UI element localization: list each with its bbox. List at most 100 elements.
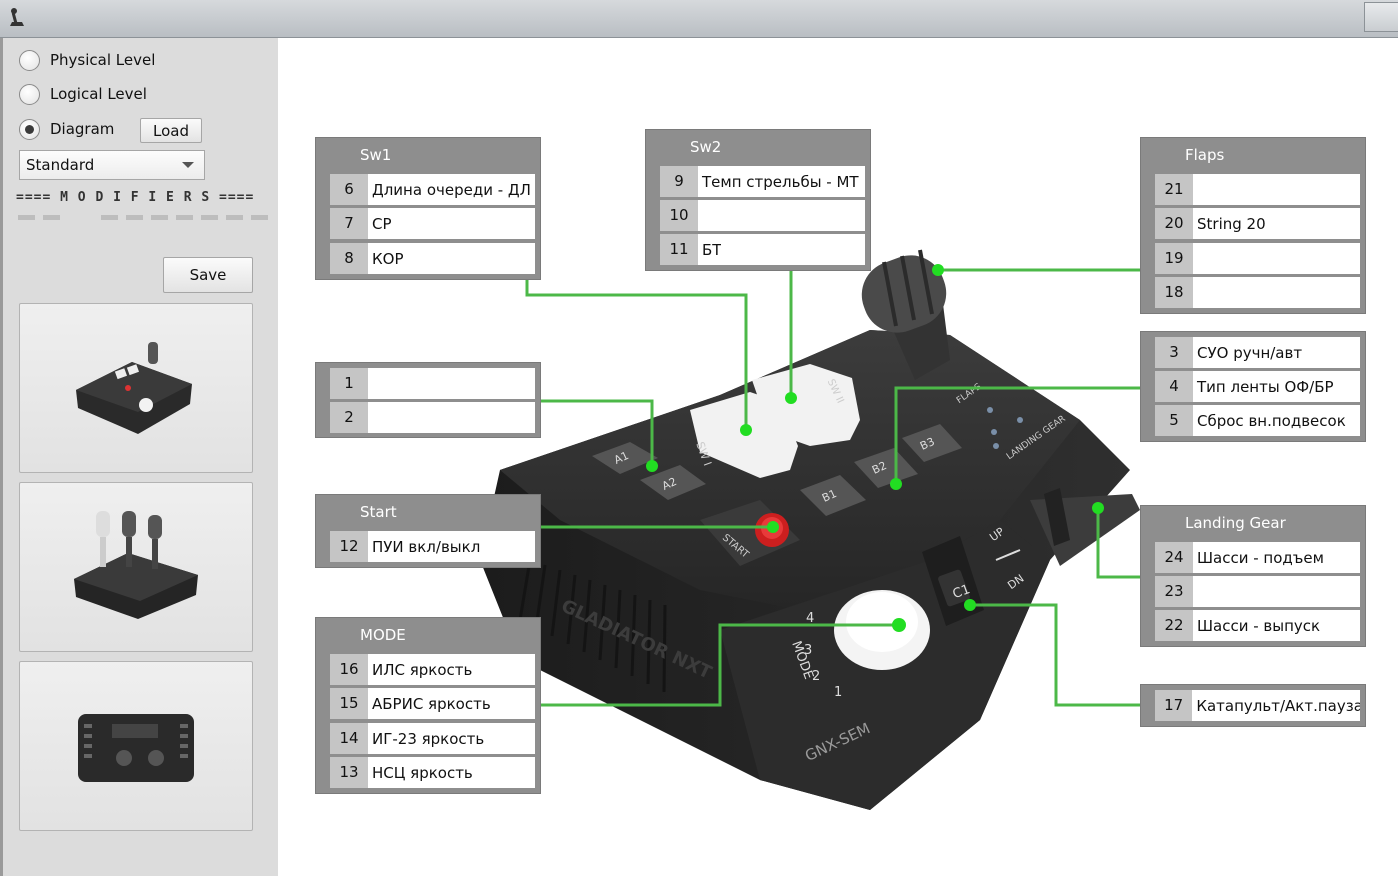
mapping-row[interactable]: 20 String 20: [1155, 208, 1360, 239]
mapping-row[interactable]: 10: [660, 200, 865, 231]
radio-button[interactable]: [19, 118, 40, 140]
mapping-box-start: Start 12 ПУИ вкл/выкл: [315, 494, 541, 568]
window-control-button[interactable]: [1364, 2, 1398, 32]
device-thumb-throttle[interactable]: [19, 482, 253, 652]
modifier-slot[interactable]: [175, 215, 193, 220]
throttle-quadrant-thumb-image: [74, 511, 198, 619]
mapping-text[interactable]: String 20: [1197, 214, 1266, 233]
mapping-row[interactable]: 21: [1155, 174, 1360, 205]
modifier-slot[interactable]: [200, 215, 218, 220]
mapping-row[interactable]: 11 БТ: [660, 234, 865, 265]
device-thumb-control-panel[interactable]: [19, 303, 253, 473]
mapping-row[interactable]: 3 СУО ручн/авт: [1155, 337, 1360, 368]
button-number: 20: [1155, 208, 1193, 239]
button-number: 15: [330, 688, 368, 719]
button-number: 19: [1155, 243, 1193, 274]
mapping-row[interactable]: 4 Тип ленты ОФ/БР: [1155, 371, 1360, 402]
mapping-text[interactable]: ИЛС яркость: [372, 660, 473, 679]
mapping-text[interactable]: Темп стрельбы - МТ: [702, 172, 859, 191]
mapping-row[interactable]: 22 Шасси - выпуск: [1155, 610, 1360, 641]
mapping-row[interactable]: 18: [1155, 277, 1360, 308]
mapping-row[interactable]: 24 Шасси - подъем: [1155, 542, 1360, 573]
mapping-box-sw1: Sw1 6 Длина очереди - ДЛ 7 СР 8 КОР: [315, 137, 541, 280]
mapping-text[interactable]: БТ: [702, 240, 722, 259]
radio-button[interactable]: [19, 83, 40, 105]
mapping-text[interactable]: Шасси - выпуск: [1197, 616, 1321, 635]
button-number: 10: [660, 200, 698, 231]
button-number: 6: [330, 174, 368, 205]
mapping-text[interactable]: ПУИ вкл/выкл: [372, 537, 481, 556]
mapping-row[interactable]: 1: [330, 368, 535, 399]
modifier-slot[interactable]: [150, 215, 168, 220]
label-mode-4: 4: [806, 611, 814, 626]
button-number: 12: [330, 531, 368, 562]
mapping-row[interactable]: 5 Сброс вн.подвесок: [1155, 405, 1360, 436]
mapping-box-landing-gear: Landing Gear 24 Шасси - подъем 23 22 Шас…: [1140, 505, 1366, 647]
mapping-text[interactable]: Длина очереди - ДЛ: [372, 180, 531, 199]
button-number: 2: [330, 402, 368, 433]
modifier-slot[interactable]: [250, 215, 269, 220]
mapping-row[interactable]: 7 СР: [330, 208, 535, 239]
box-title: Start: [360, 503, 397, 521]
mapping-text[interactable]: Сброс вн.подвесок: [1197, 411, 1346, 430]
mapping-row[interactable]: 23: [1155, 576, 1360, 607]
modifier-slot[interactable]: [100, 215, 118, 220]
box-title: Sw1: [360, 146, 392, 164]
radio-button[interactable]: [19, 49, 40, 71]
radio-diagram[interactable]: Diagram: [19, 117, 114, 141]
joystick-icon: [10, 8, 24, 26]
load-button[interactable]: Load: [140, 118, 202, 143]
mapping-text[interactable]: СР: [372, 214, 392, 233]
mapping-box-a-buttons: 1 2: [315, 362, 541, 438]
button-number: 8: [330, 243, 368, 274]
mapping-row[interactable]: 12 ПУИ вкл/выкл: [330, 531, 535, 562]
mapping-text[interactable]: Катапульт/Акт.пауза: [1196, 696, 1360, 715]
mapping-box-c1: 17 Катапульт/Акт.пауза: [1140, 684, 1366, 727]
save-button[interactable]: Save: [163, 257, 253, 293]
mapping-text[interactable]: КОР: [372, 249, 404, 268]
flat-panel-thumb-image: [78, 714, 194, 782]
button-number: 23: [1155, 576, 1193, 607]
mapping-row[interactable]: 6 Длина очереди - ДЛ: [330, 174, 535, 205]
device-thumb-flat-panel[interactable]: [19, 661, 253, 831]
button-number: 7: [330, 208, 368, 239]
button-number: 1: [330, 368, 368, 399]
mapping-text[interactable]: АБРИС яркость: [372, 694, 491, 713]
mapping-text[interactable]: НСЦ яркость: [372, 763, 473, 782]
modifier-slot[interactable]: [43, 215, 61, 220]
mapping-row[interactable]: 9 Темп стрельбы - МТ: [660, 166, 865, 197]
button-number: 4: [1155, 371, 1193, 402]
mapping-row[interactable]: 16 ИЛС яркость: [330, 654, 535, 685]
modifier-slot[interactable]: [125, 215, 143, 220]
button-number: 14: [330, 723, 368, 754]
mapping-row[interactable]: 2: [330, 402, 535, 433]
mapping-row[interactable]: 14 ИГ-23 яркость: [330, 723, 535, 754]
label-mode-1: 1: [834, 685, 842, 700]
preset-select[interactable]: Standard: [19, 150, 205, 180]
mapping-text[interactable]: Тип ленты ОФ/БР: [1197, 377, 1334, 396]
radio-label: Diagram: [50, 120, 115, 138]
label-a2: A2: [660, 475, 679, 493]
box-title: Sw2: [690, 138, 722, 156]
modifier-slot[interactable]: [225, 215, 243, 220]
radio-label: Logical Level: [50, 85, 147, 103]
modifier-slot[interactable]: [18, 215, 36, 220]
label-b1: B1: [820, 487, 839, 505]
radio-physical-level[interactable]: Physical Level: [19, 48, 155, 72]
button-number: 13: [330, 757, 368, 788]
radio-logical-level[interactable]: Logical Level: [19, 82, 147, 106]
mapping-row[interactable]: 19: [1155, 243, 1360, 274]
button-number: 11: [660, 234, 698, 265]
mapping-text[interactable]: Шасси - подъем: [1197, 548, 1324, 567]
mapping-row[interactable]: 17 Катапульт/Акт.пауза: [1155, 690, 1360, 721]
mapping-row[interactable]: 13 НСЦ яркость: [330, 757, 535, 788]
mapping-row[interactable]: 8 КОР: [330, 243, 535, 274]
mapping-text[interactable]: ИГ-23 яркость: [372, 729, 485, 748]
button-number: 3: [1155, 337, 1193, 368]
mapping-text[interactable]: СУО ручн/авт: [1197, 343, 1303, 362]
window-titlebar: [0, 0, 1398, 38]
control-panel-thumb-image: [76, 342, 192, 434]
mapping-row[interactable]: 15 АБРИС яркость: [330, 688, 535, 719]
modifiers-title: ==== M O D I F I E R S ====: [16, 190, 255, 205]
